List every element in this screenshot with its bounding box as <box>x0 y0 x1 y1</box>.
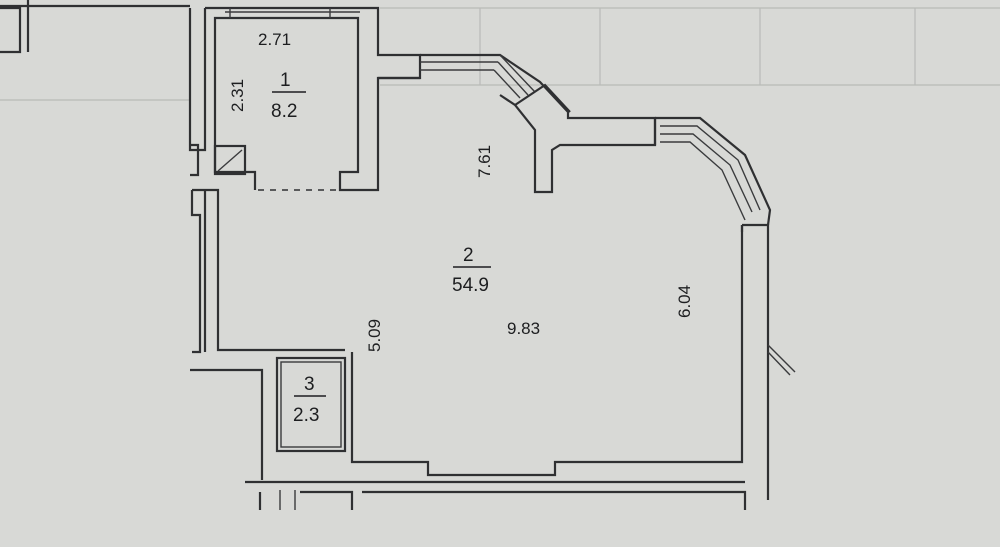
room-1-walls <box>188 6 422 192</box>
room-2-walls <box>190 53 796 510</box>
room-2-area: 54.9 <box>452 275 489 296</box>
background-grid <box>0 7 1000 101</box>
dim-main-width: 9.83 <box>507 319 540 338</box>
dim-room1-height: 2.31 <box>228 79 247 112</box>
room-3-number: 3 <box>304 374 315 395</box>
room-3-walls <box>275 356 347 453</box>
room-1-area: 8.2 <box>271 101 297 122</box>
neighbor-walls <box>0 0 190 54</box>
dim-main-right: 6.04 <box>675 285 694 318</box>
dimensions: 2.71 2.31 7.61 9.83 5.09 6.04 <box>228 30 694 352</box>
room-2-number: 2 <box>463 245 474 266</box>
room-3-area: 2.3 <box>293 405 319 426</box>
dim-room1-width: 2.71 <box>258 30 291 49</box>
dim-main-upper: 7.61 <box>475 145 494 178</box>
dim-main-left: 5.09 <box>365 319 384 352</box>
room-1-number: 1 <box>280 70 291 91</box>
room-labels: 1 8.2 2 54.9 3 2.3 <box>271 70 491 426</box>
